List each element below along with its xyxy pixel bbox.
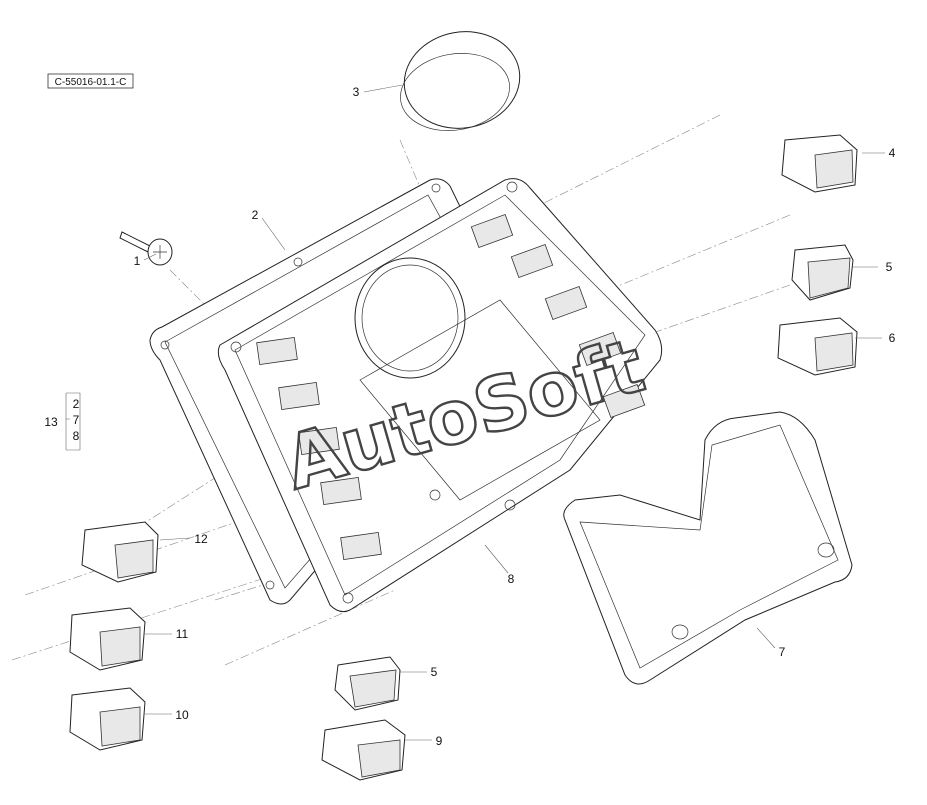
callout-7: 7 [779, 645, 786, 659]
group-member-2: 8 [73, 429, 80, 443]
callout-8: 8 [508, 572, 515, 586]
rocker-switch-12 [81, 521, 159, 583]
switch-cover-5b [334, 656, 401, 711]
callout-10: 10 [175, 708, 189, 722]
callout-1: 1 [134, 254, 141, 268]
callout-2: 2 [252, 208, 259, 222]
leader-lines [143, 84, 885, 741]
group-member-1: 7 [73, 413, 80, 427]
group-member-0: 2 [73, 397, 80, 411]
screw [119, 231, 173, 266]
rocker-switch-6 [777, 317, 858, 376]
callout-5-upper: 5 [886, 260, 893, 274]
reference-code: C-55016-01.1-C [55, 77, 127, 88]
panel-plate [217, 178, 663, 613]
switch-cover-5a [791, 244, 854, 301]
callout-12: 12 [194, 532, 208, 546]
rocker-switch-9 [321, 719, 406, 781]
rocker-switch-10 [69, 687, 146, 751]
rear-cover [563, 411, 853, 685]
callout-5-lower: 5 [431, 665, 438, 679]
callout-3: 3 [353, 85, 360, 99]
callout-9: 9 [436, 734, 443, 748]
reference-code-box: C-55016-01.1-C [47, 73, 134, 89]
rocker-switch-11 [69, 607, 146, 671]
callout-labels: 1 2 3 4 5 6 7 8 5 9 10 11 12 [134, 85, 896, 748]
callout-11: 11 [176, 627, 189, 641]
group-label: 13 [44, 415, 58, 429]
callout-4: 4 [889, 146, 896, 160]
assembly-group: 13 2 7 8 [44, 392, 81, 451]
callout-6: 6 [889, 331, 896, 345]
rocker-switch-4 [781, 134, 858, 193]
round-cap [400, 31, 521, 131]
